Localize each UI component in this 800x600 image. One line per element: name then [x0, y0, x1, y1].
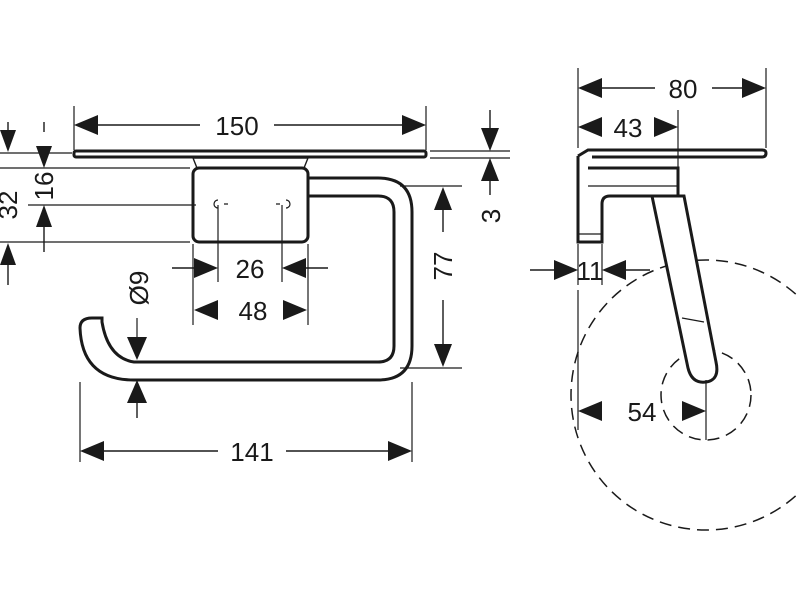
side-bracket	[576, 156, 680, 244]
dimension-150: 150	[73, 106, 427, 150]
dimension-3: 3	[430, 110, 510, 223]
side-view	[570, 148, 800, 531]
dimension-26: 26	[172, 205, 328, 284]
paper-roll-outline	[570, 259, 800, 531]
shelf-plate	[72, 149, 428, 159]
dimension-43: 43	[578, 110, 679, 168]
dimension-11: 11	[530, 244, 650, 286]
dim-label-77: 77	[428, 252, 458, 281]
dim-label-32: 32	[0, 191, 23, 220]
dim-label-141: 141	[230, 437, 273, 467]
dim-label-80: 80	[669, 74, 698, 104]
screw-marks	[213, 199, 291, 209]
dim-label-16: 16	[29, 172, 59, 201]
mounting-block-top	[191, 157, 310, 169]
dim-label-11: 11	[577, 256, 604, 286]
dimension-54: 54	[577, 290, 707, 440]
dim-label-54: 54	[628, 397, 657, 427]
mounting-block	[191, 166, 310, 244]
dimension-diameter-9: Ø9	[124, 271, 154, 418]
dim-label-26: 26	[236, 254, 265, 284]
dimension-48: 48	[192, 244, 309, 326]
dim-label-diameter-9: Ø9	[124, 271, 154, 306]
dim-label-43: 43	[614, 113, 643, 143]
dimension-141: 141	[79, 382, 413, 467]
dim-label-3: 3	[476, 209, 506, 223]
hook-rod	[78, 176, 414, 382]
dimension-80: 80	[577, 68, 767, 148]
side-arm	[650, 194, 719, 384]
dim-label-48: 48	[239, 296, 268, 326]
side-plate	[577, 148, 768, 159]
dimension-77: 77	[400, 185, 462, 369]
dimension-32-16: 32 16	[0, 122, 196, 285]
dim-label-150: 150	[215, 111, 258, 141]
